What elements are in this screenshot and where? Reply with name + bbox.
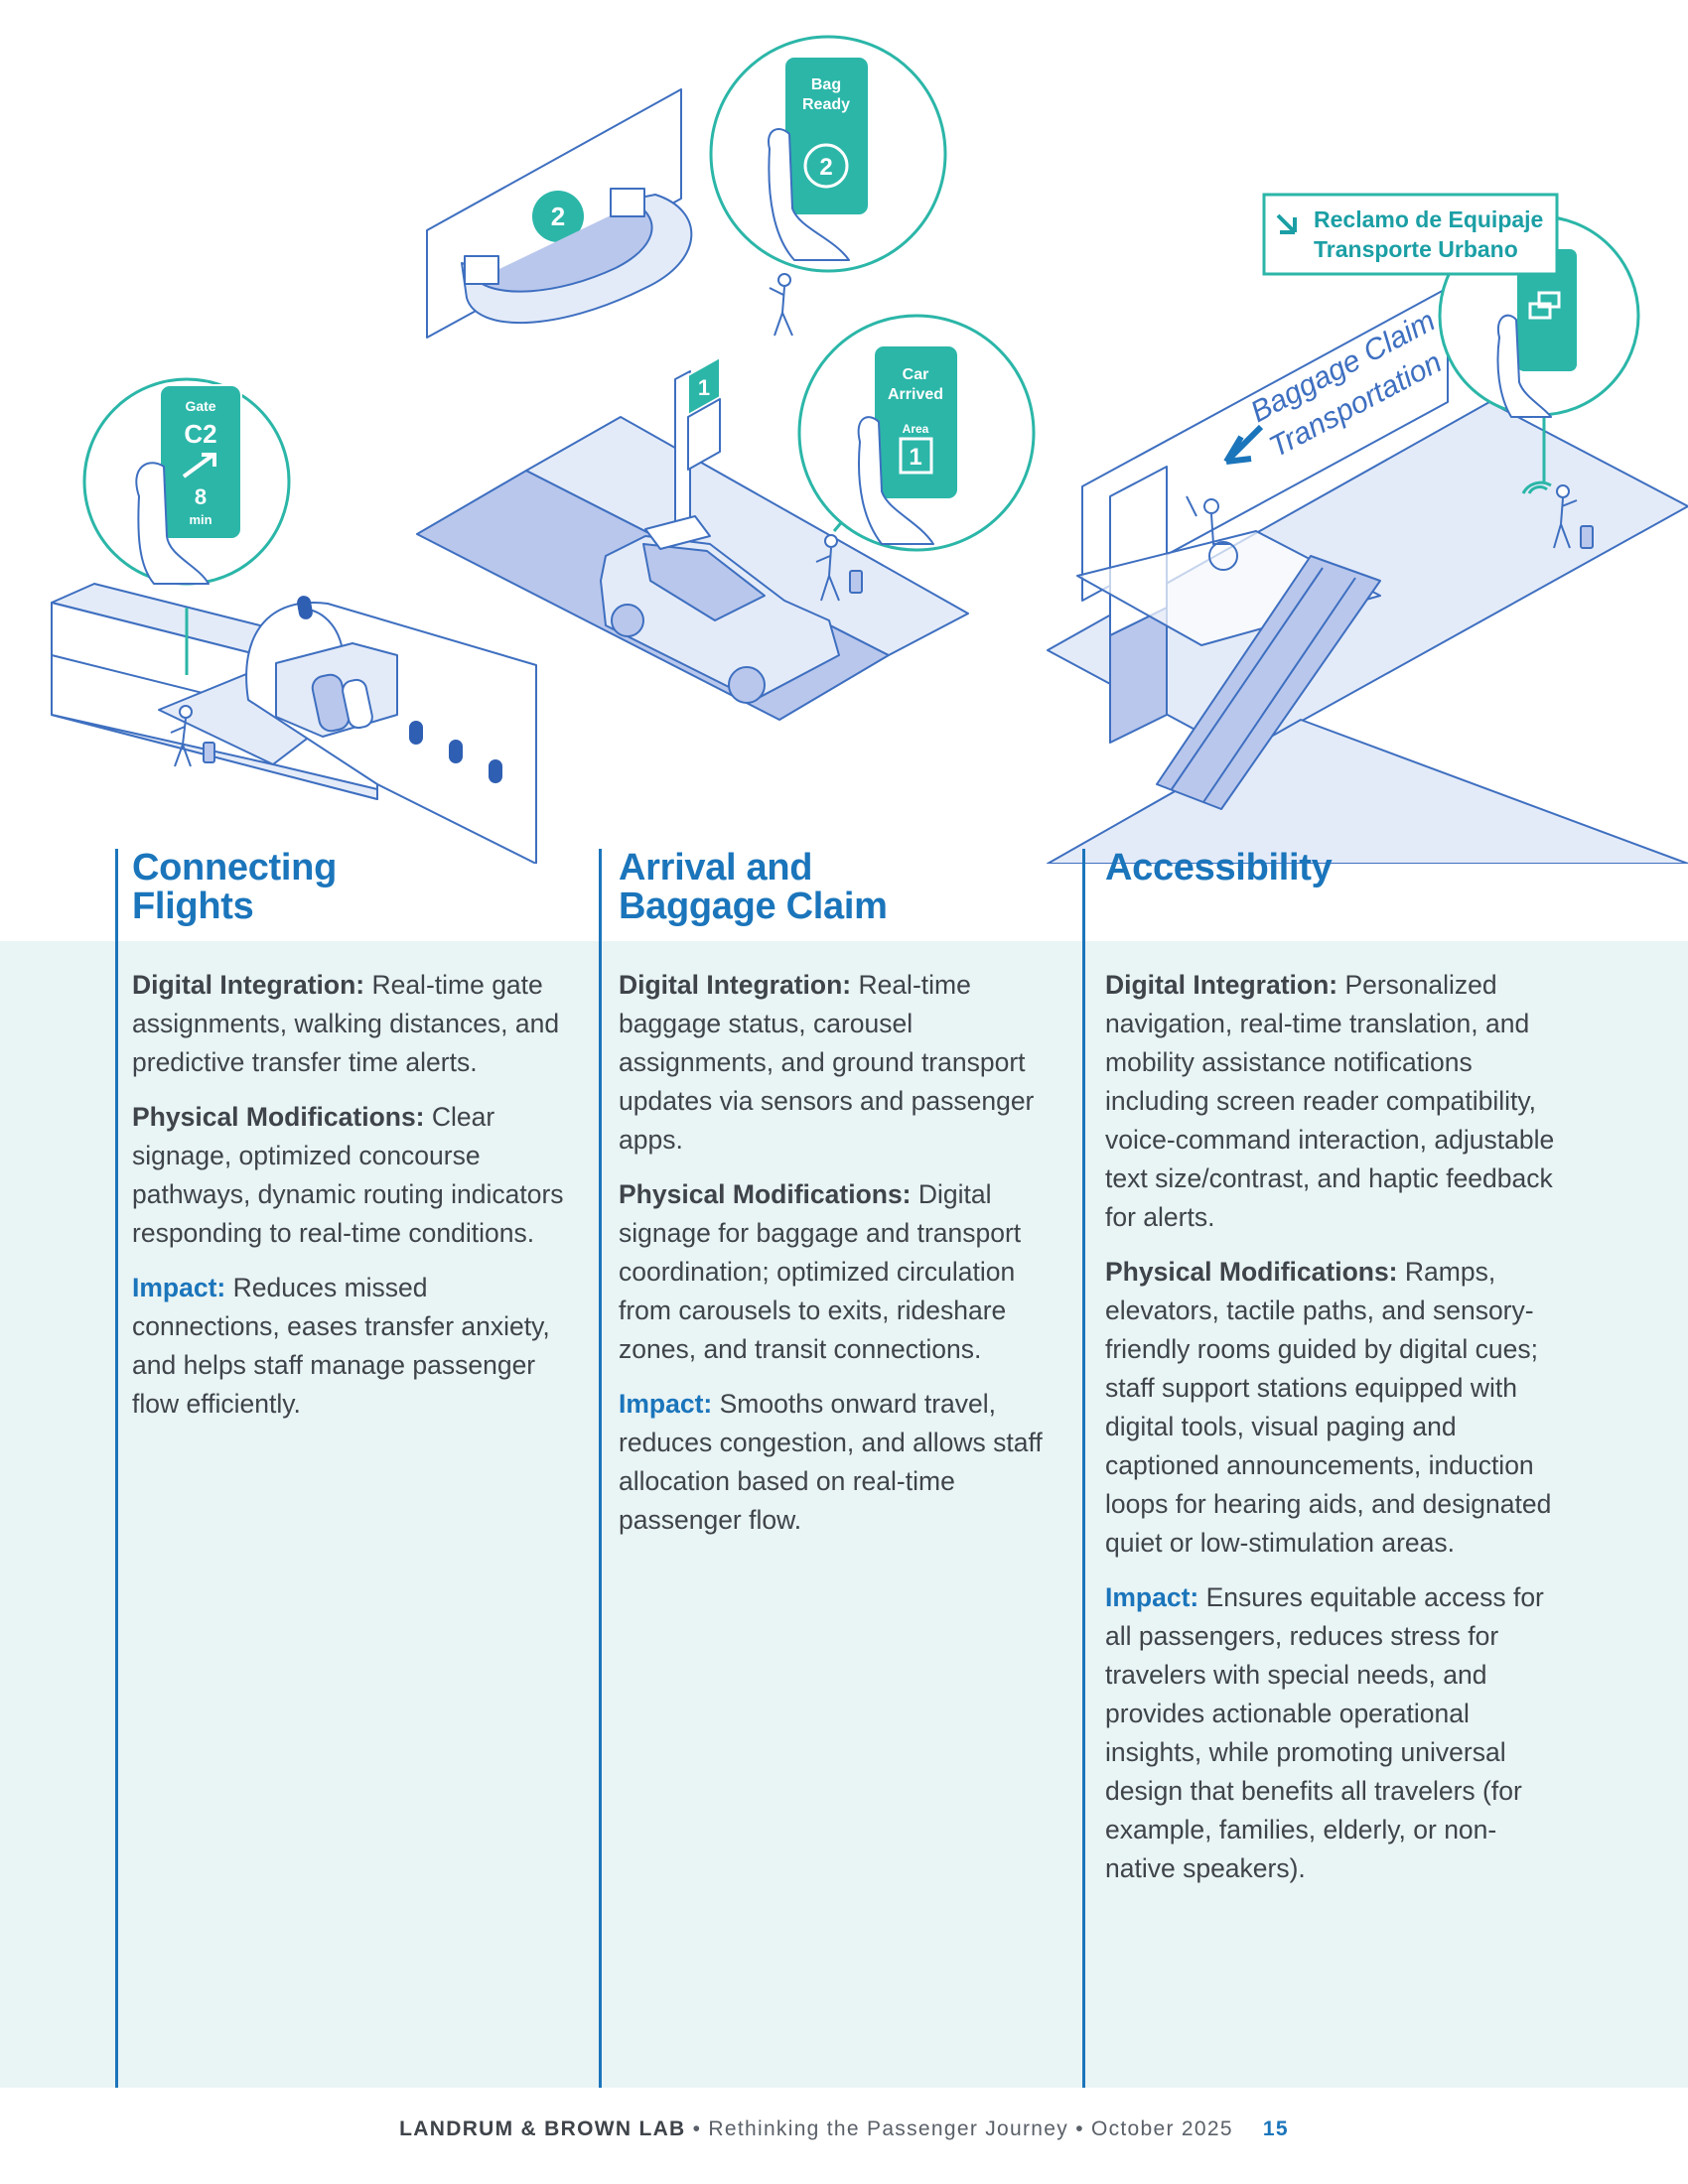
impact-text: Smooths onward travel, reduces congestio… (619, 1389, 1043, 1535)
impact-text: Reduces missed connections, eases transf… (132, 1273, 550, 1419)
title-line-2: Flights (132, 886, 254, 927)
connecting-flights-scene (51, 583, 537, 864)
impact-paragraph: Impact: Reduces missed connections, ease… (132, 1269, 574, 1424)
column-title: Connecting Flights (132, 849, 574, 966)
digital-integration-text: Real-time gate assignments, walking dist… (132, 970, 560, 1077)
title-line-1: Accessibility (1105, 847, 1333, 888)
translation-sign-line2: Transporte Urbano (1314, 236, 1518, 262)
column-title: Arrival and Baggage Claim (619, 849, 1060, 966)
impact-label: Impact: (1105, 1582, 1199, 1612)
car-arrived-line2: Arrived (888, 386, 943, 403)
digital-integration-text: Personalized navigation, real-time trans… (1105, 970, 1555, 1232)
physical-modifications-text: Ramps, elevators, tactile paths, and sen… (1105, 1257, 1552, 1558)
column-rule-2 (599, 849, 602, 2088)
car-arrived-line1: Car (903, 366, 929, 383)
impact-label: Impact: (132, 1273, 226, 1302)
footer-publication: Rethinking the Passenger Journey (708, 2117, 1069, 2140)
digital-integration-label: Digital Integration: (132, 970, 365, 1000)
footer-date: October 2025 (1090, 2117, 1233, 2140)
car-arrived-phone-bubble: Car Arrived Area 1 (797, 314, 1036, 552)
physical-modifications-paragraph: Physical Modifications: Digital signage … (619, 1175, 1060, 1369)
title-line-1: Arrival and (619, 847, 813, 888)
gate-number: C2 (184, 419, 216, 449)
content-panel-background (0, 941, 1688, 2088)
column-rule-3 (1082, 849, 1085, 2088)
car-area-label: Area (903, 422, 929, 436)
impact-paragraph: Impact: Smooths onward travel, reduces c… (619, 1385, 1060, 1540)
impact-text: Ensures equitable access for all passeng… (1105, 1582, 1544, 1883)
physical-modifications-text: Digital signage for baggage and transpor… (619, 1179, 1022, 1364)
column-title: Accessibility (1105, 849, 1557, 966)
carousel-sign-number: 2 (551, 202, 565, 231)
translation-sign-line1: Reclamo de Equipaje (1314, 206, 1543, 232)
column-connecting-flights: Connecting Flights Digital Integration: … (132, 849, 574, 1439)
footer-brand: LANDRUM & BROWN LAB (399, 2117, 686, 2140)
impact-paragraph: Impact: Ensures equitable access for all… (1105, 1578, 1557, 1888)
column-rule-1 (115, 849, 118, 2088)
physical-modifications-label: Physical Modifications: (132, 1102, 425, 1132)
digital-integration-paragraph: Digital Integration: Real-time baggage s… (619, 966, 1060, 1160)
bag-ready-line2: Ready (802, 96, 850, 113)
digital-integration-label: Digital Integration: (1105, 970, 1338, 1000)
baggage-claim-scene: 2 1 (416, 88, 969, 721)
bag-ready-phone-bubble: Bag Ready 2 (709, 35, 947, 273)
footer-separator-1: • (685, 2117, 709, 2140)
physical-modifications-paragraph: Physical Modifications: Ramps, elevators… (1105, 1253, 1557, 1563)
walk-minutes-unit: min (189, 512, 211, 527)
digital-integration-label: Digital Integration: (619, 970, 852, 1000)
accessibility-scene: Baggage Claim Transportation (1047, 287, 1688, 864)
car-area-number: 1 (909, 444, 921, 471)
footer-separator-2: • (1068, 2117, 1091, 2140)
digital-integration-text: Real-time baggage status, carousel assig… (619, 970, 1035, 1155)
digital-integration-paragraph: Digital Integration: Real-time gate assi… (132, 966, 574, 1082)
physical-modifications-text: Clear signage, optimized concourse pathw… (132, 1102, 564, 1248)
page-footer: LANDRUM & BROWN LAB • Rethinking the Pas… (0, 2117, 1688, 2141)
isometric-airport-illustration: .o { fill: none; stroke: #3e6fc0; stroke… (51, 35, 1688, 864)
translation-sign: Reclamo de Equipaje Transporte Urbano (1262, 193, 1559, 276)
gate-label: Gate (185, 398, 215, 414)
impact-label: Impact: (619, 1389, 713, 1419)
physical-modifications-label: Physical Modifications: (619, 1179, 912, 1209)
digital-integration-paragraph: Digital Integration: Personalized naviga… (1105, 966, 1557, 1237)
column-arrival-baggage-claim: Arrival and Baggage Claim Digital Integr… (619, 849, 1060, 1556)
curb-sign-number: 1 (698, 375, 710, 400)
bag-ready-number: 2 (819, 154, 832, 181)
walk-minutes: 8 (195, 484, 207, 509)
title-line-1: Connecting (132, 847, 337, 888)
column-accessibility: Accessibility Digital Integration: Perso… (1105, 849, 1557, 1904)
physical-modifications-paragraph: Physical Modifications: Clear signage, o… (132, 1098, 574, 1253)
title-line-2: Baggage Claim (619, 886, 888, 927)
bag-ready-line1: Bag (811, 76, 841, 93)
physical-modifications-label: Physical Modifications: (1105, 1257, 1398, 1287)
page-number: 15 (1262, 2117, 1289, 2140)
gate-phone-bubble: Gate C2 8 min (82, 377, 291, 586)
